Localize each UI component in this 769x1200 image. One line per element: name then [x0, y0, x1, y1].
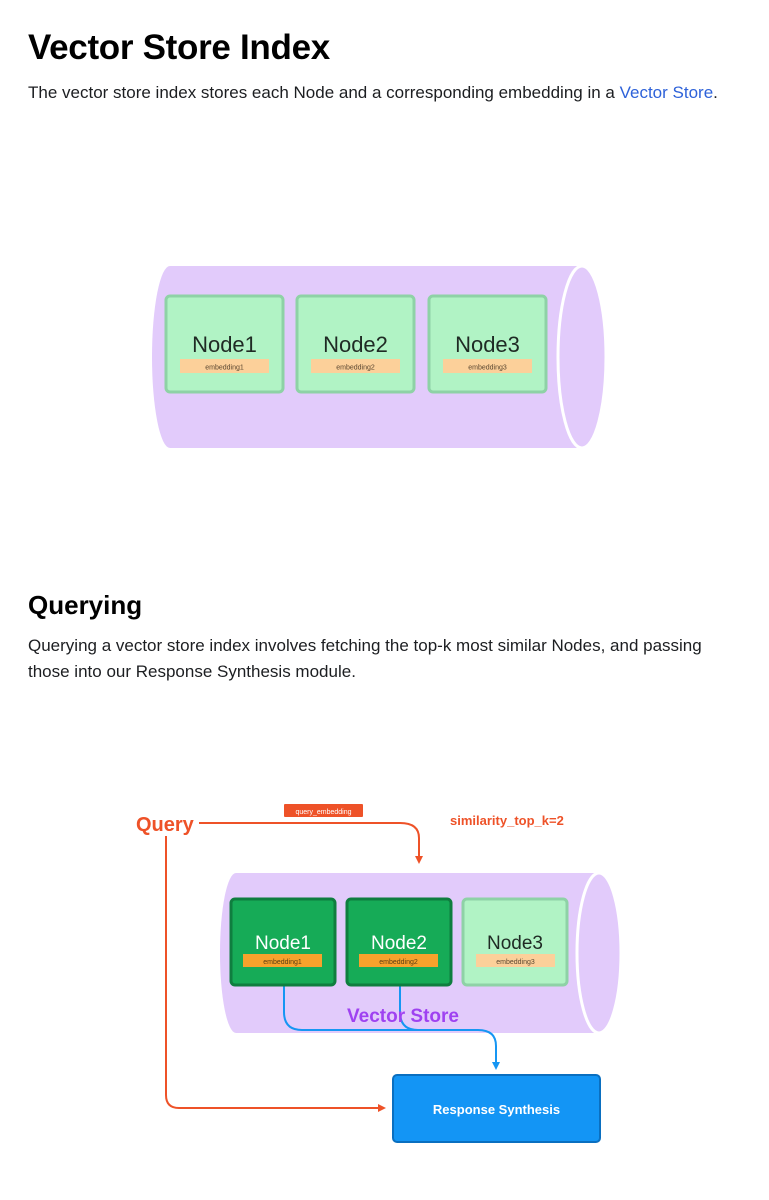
similarity-label: similarity_top_k=2 — [450, 813, 564, 828]
response-synthesis-label: Response Synthesis — [433, 1102, 560, 1117]
node-label: Node3 — [455, 332, 520, 357]
querying-diagram: Query query_embedding similarity_top_k=2… — [136, 804, 623, 1143]
query-embedding-label: query_embedding — [295, 809, 351, 816]
query-label: Query — [136, 814, 195, 836]
node-label: Node1 — [192, 332, 257, 357]
embedding-label: embedding3 — [468, 365, 507, 372]
node-card: Node3 embedding3 — [461, 897, 569, 987]
vector-store-label: Vector Store — [347, 1006, 459, 1027]
querying-heading: Querying — [28, 590, 143, 620]
embedding-tag — [243, 954, 322, 967]
selected-node-card: Node1 embedding1 — [229, 897, 337, 987]
embedding-tag — [311, 359, 400, 373]
embedding-tag — [359, 954, 438, 967]
query-embedding-tag — [284, 804, 363, 817]
node-card: Node2 embedding2 — [295, 294, 416, 394]
intro-paragraph: The vector store index stores each Node … — [28, 80, 728, 106]
embedding-tag — [476, 954, 555, 967]
intro-text-end: . — [713, 83, 718, 102]
embedding-label: embedding1 — [205, 365, 244, 372]
vector-store-link[interactable]: Vector Store — [619, 83, 714, 102]
cylinder-cap — [575, 871, 623, 1035]
embedding-label: embedding1 — [263, 959, 302, 966]
embedding-label: embedding2 — [336, 365, 375, 372]
querying-paragraph: Querying a vector store index involves f… — [28, 636, 702, 681]
embedding-tag — [443, 359, 532, 373]
intro-text: The vector store index stores each Node … — [28, 83, 620, 102]
response-synthesis-box — [392, 1074, 601, 1143]
embedding-tag — [180, 359, 269, 373]
node-label: Node2 — [371, 933, 427, 954]
selected-node-card: Node2 embedding2 — [345, 897, 453, 987]
query-to-response-arrow — [165, 836, 386, 1112]
node2-retrieval-arrow — [399, 986, 419, 1031]
node-card: Node1 embedding1 — [164, 294, 285, 394]
vector-store-diagram: Node1 embedding1 Node2 embedding2 Node3 … — [152, 264, 608, 450]
node1-retrieval-arrow — [283, 986, 500, 1070]
embedding-label: embedding2 — [379, 959, 418, 966]
node-label: Node3 — [487, 933, 543, 954]
embedding-label: embedding3 — [496, 959, 535, 966]
node-label: Node2 — [323, 332, 388, 357]
node-card: Node3 embedding3 — [427, 294, 548, 394]
node-label: Node1 — [255, 933, 311, 954]
query-embedding-arrow — [199, 822, 423, 864]
page-title: Vector Store Index — [28, 28, 330, 67]
cylinder-cap — [556, 264, 608, 450]
